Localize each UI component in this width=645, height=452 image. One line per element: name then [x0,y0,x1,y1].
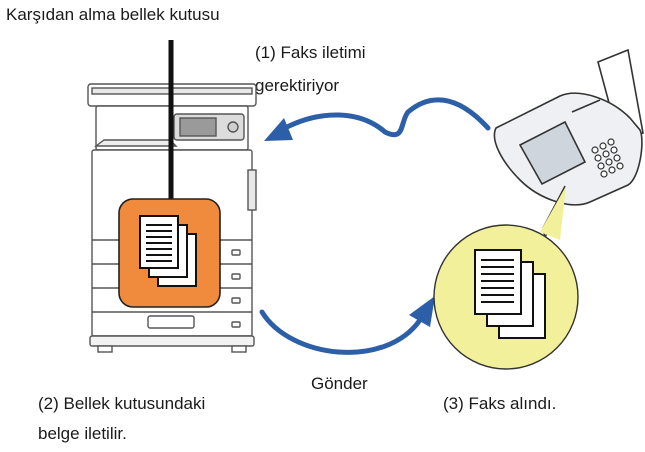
step2-label-line2: belge iletilir. [38,424,127,443]
step2-label-line1: (2) Bellek kutusundaki [38,394,206,413]
fax-machine-icon [493,48,644,206]
document-stack-icon [139,215,197,287]
memory-box-title: Karşıdan alma bellek kutusu [6,5,220,24]
step1-label-line1: (1) Faks iletimi [255,43,366,62]
memory-box [118,198,221,308]
step1-label-line2: gerektiriyor [255,76,340,95]
send-label: Gönder [311,374,368,393]
received-document-stack-icon [474,249,546,339]
request-arrow [264,97,491,141]
step3-label: (3) Faks alındı. [443,394,557,413]
keypad [591,138,624,178]
send-arrow [259,296,435,355]
received-fax-bubble [433,185,579,370]
